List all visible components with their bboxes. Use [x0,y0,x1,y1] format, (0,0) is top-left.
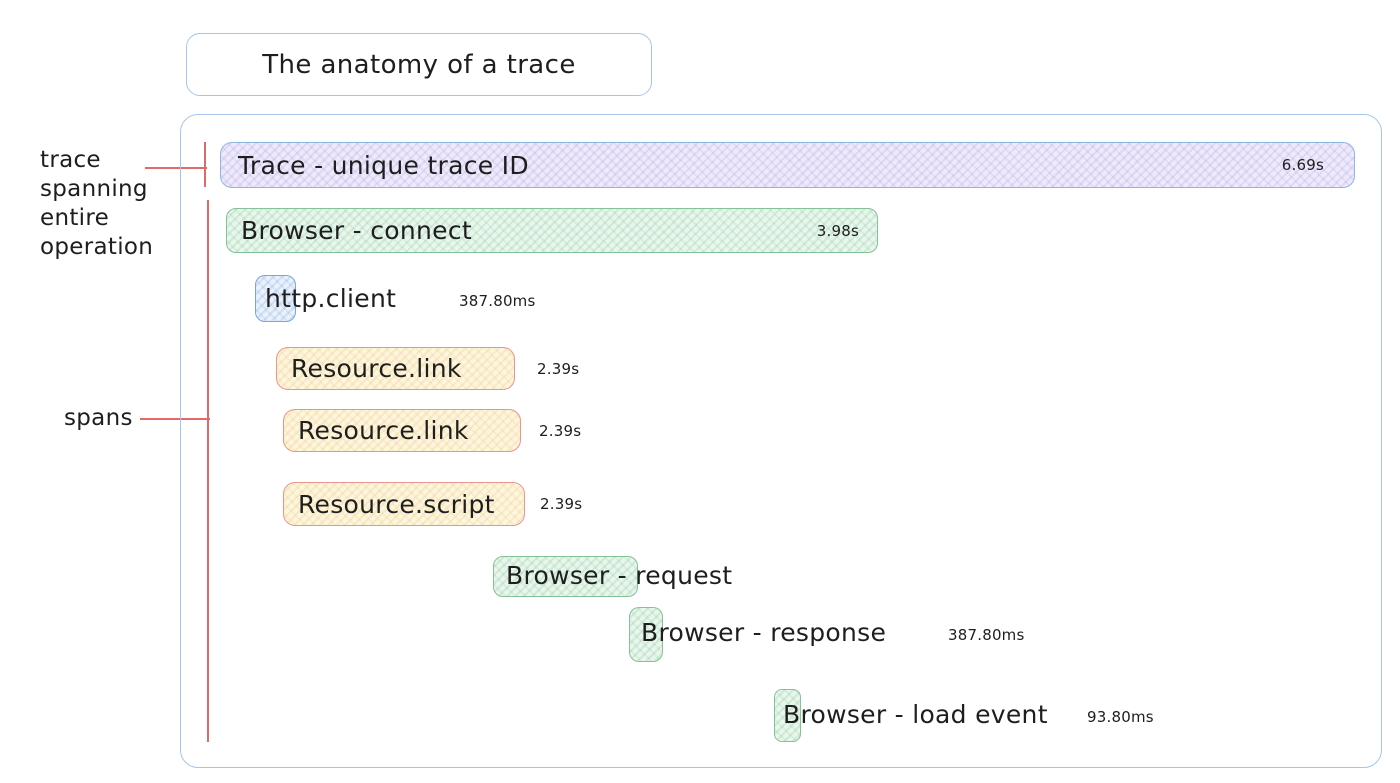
span-resource-script-label: Resource.script [298,489,495,519]
span-browser-connect-duration: 3.98s [816,221,859,240]
trace-bar: Trace - unique trace ID 6.69s [220,142,1355,188]
title-box: The anatomy of a trace [186,33,652,96]
trace-annotation-line [145,167,207,169]
spans-annotation-label: spans [64,405,133,431]
span-browser-request-box [493,556,638,597]
trace-annotation-tick [204,142,206,187]
span-browser-load-event-label: Browser - load event [783,699,1048,729]
span-resource-link-1: Resource.link [276,347,515,390]
span-http-client-duration: 387.80ms [459,291,536,310]
span-browser-request-label: Browser - request [506,561,733,590]
trace-bar-duration: 6.69s [1281,156,1324,174]
diagram-title: The anatomy of a trace [262,49,576,80]
trace-annotation-label: trace spanning entire operation [40,147,154,260]
span-resource-script: Resource.script [283,482,525,526]
spans-annotation-line [140,418,210,420]
span-browser-load-event-box [774,689,801,742]
span-http-client-box [255,275,296,322]
spans-bracket-line [207,200,209,742]
span-browser-connect-label: Browser - connect [241,216,472,245]
span-browser-response-label: Browser - response [641,618,887,647]
span-resource-link-1-label: Resource.link [291,354,462,383]
span-resource-link-2: Resource.link [283,409,521,452]
span-browser-connect: Browser - connect 3.98s [226,208,878,253]
span-resource-link-1-duration: 2.39s [537,359,580,378]
trace-container [180,114,1382,768]
span-http-client-label: http.client [265,284,397,313]
span-browser-load-event-duration: 93.80ms [1087,708,1154,726]
span-browser-response-box [629,607,663,662]
trace-bar-label: Trace - unique trace ID [238,150,529,180]
span-resource-script-duration: 2.39s [540,495,583,513]
span-resource-link-2-duration: 2.39s [539,421,582,440]
span-browser-response-duration: 387.80ms [948,625,1025,644]
span-resource-link-2-label: Resource.link [298,416,469,445]
